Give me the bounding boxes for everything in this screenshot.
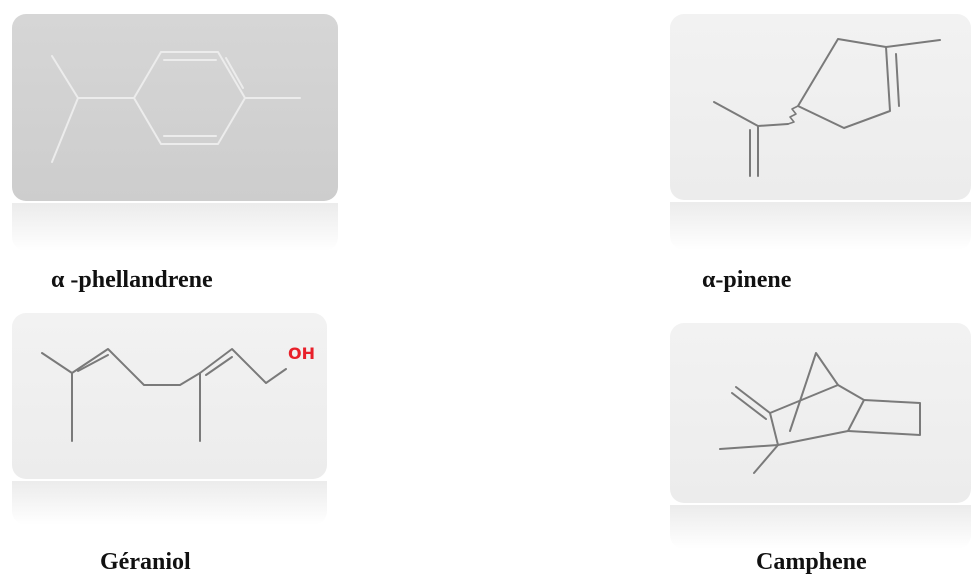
geraniol-reflection (12, 481, 327, 525)
camphene-structure-icon (719, 352, 921, 474)
molecule-tile-camphene (670, 323, 971, 503)
hydroxyl-atom-label: OH (288, 344, 315, 363)
alpha-pinene-structure-icon (713, 38, 941, 177)
alpha-phellandrene-structure-icon (51, 51, 301, 163)
geraniol-label: Géraniol (100, 549, 191, 575)
camphene-reflection (670, 505, 971, 549)
molecule-tile-geraniol: OH (12, 313, 327, 479)
geraniol-structure-icon: OH (41, 344, 315, 442)
alpha-pinene-label: α-pinene (702, 267, 792, 293)
camphene-label: Camphene (756, 549, 867, 575)
molecule-tile-alpha-pinene (670, 14, 971, 200)
alpha-pinene-reflection (670, 202, 971, 250)
alpha-phellandrene-label: α -phellandrene (51, 267, 213, 293)
molecule-tile-alpha-phellandrene (12, 14, 338, 201)
alpha-phellandrene-reflection (12, 203, 338, 251)
